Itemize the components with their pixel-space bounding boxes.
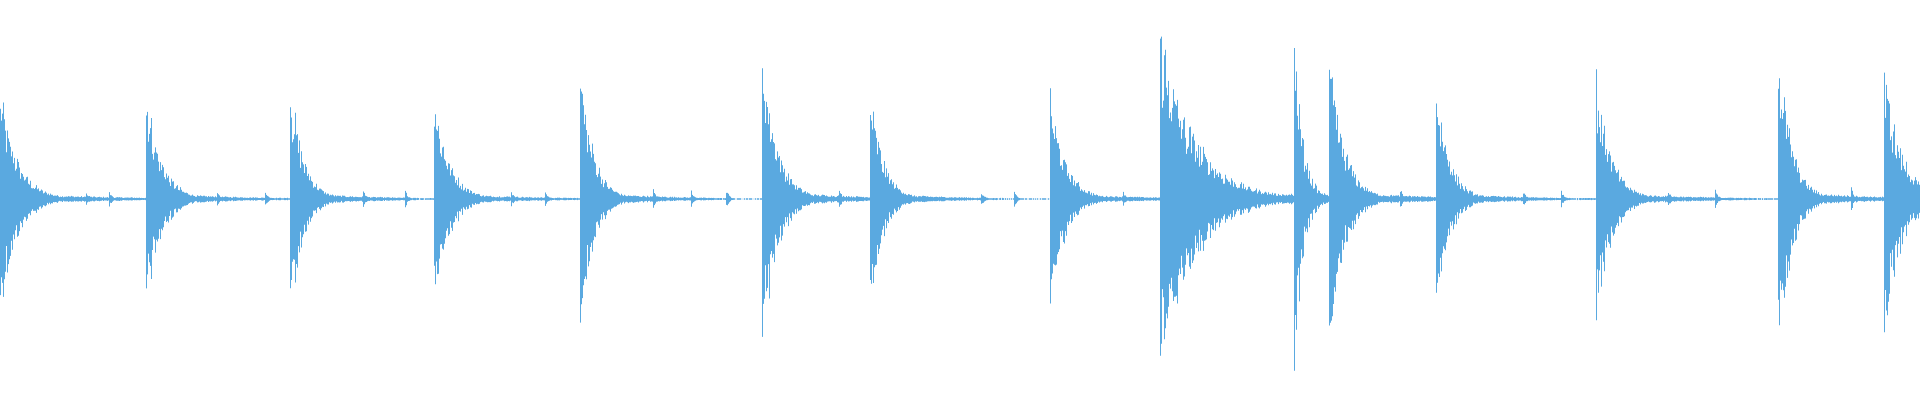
waveform-path (0, 36, 1920, 371)
waveform-bars (0, 36, 1920, 371)
